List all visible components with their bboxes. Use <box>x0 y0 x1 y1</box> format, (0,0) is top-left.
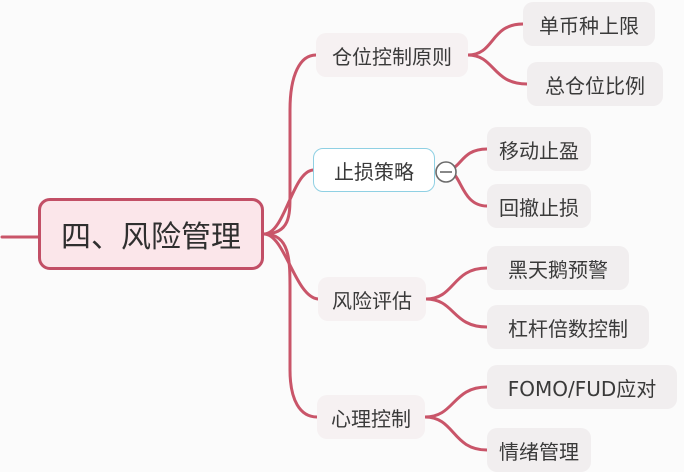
connector-root-branch-2 <box>262 168 315 236</box>
leaf-node[interactable]: FOMO/FUD应对 <box>487 365 677 409</box>
leaf-label: 黑天鹅预警 <box>508 257 608 282</box>
leaf-label: 回撤止损 <box>499 195 579 220</box>
minus-circle-icon[interactable] <box>435 161 457 183</box>
leaf-node[interactable]: 单币种上限 <box>523 2 655 46</box>
leaf-label: 总仓位比例 <box>545 73 645 98</box>
branch-node-stop-loss[interactable]: 止损策略 <box>313 148 435 192</box>
connector-root-branch-4 <box>262 232 319 419</box>
leaf-node[interactable]: 黑天鹅预警 <box>487 246 629 290</box>
branch-label: 心理控制 <box>331 406 411 431</box>
branch-label: 止损策略 <box>334 159 414 184</box>
root-node-label: 四、风险管理 <box>61 220 241 255</box>
leaf-node[interactable]: 总仓位比例 <box>527 62 663 106</box>
connector-b3-leaf-1 <box>424 266 489 301</box>
connector-b1-leaf-2 <box>466 53 529 86</box>
branch-node-risk-assessment[interactable]: 风险评估 <box>318 277 426 321</box>
leaf-node[interactable]: 回撤止损 <box>487 184 591 228</box>
leaf-node[interactable]: 情绪管理 <box>487 428 591 472</box>
leaf-label: 移动止盈 <box>499 138 579 163</box>
branch-node-psychology-control[interactable]: 心理控制 <box>317 395 425 439</box>
connector-b3-leaf-2 <box>424 297 489 329</box>
connector-b1-leaf-1 <box>466 22 525 57</box>
branch-node-position-control[interactable]: 仓位控制原则 <box>316 33 468 77</box>
branch-label: 仓位控制原则 <box>332 44 452 69</box>
leaf-label: 杠杆倍数控制 <box>508 316 628 341</box>
connector-b4-leaf-1 <box>423 385 489 419</box>
leaf-node[interactable]: 移动止盈 <box>487 127 591 171</box>
leaf-label: 情绪管理 <box>499 439 579 464</box>
leaf-label: FOMO/FUD应对 <box>507 376 657 401</box>
connector-root-branch-1 <box>262 53 318 236</box>
mindmap-connectors <box>0 22 529 452</box>
root-node[interactable]: 四、风险管理 <box>38 198 264 270</box>
branch-label: 风险评估 <box>332 288 412 313</box>
connector-b4-leaf-2 <box>423 415 489 452</box>
leaf-node[interactable]: 杠杆倍数控制 <box>487 305 649 349</box>
leaf-label: 单币种上限 <box>539 13 639 38</box>
